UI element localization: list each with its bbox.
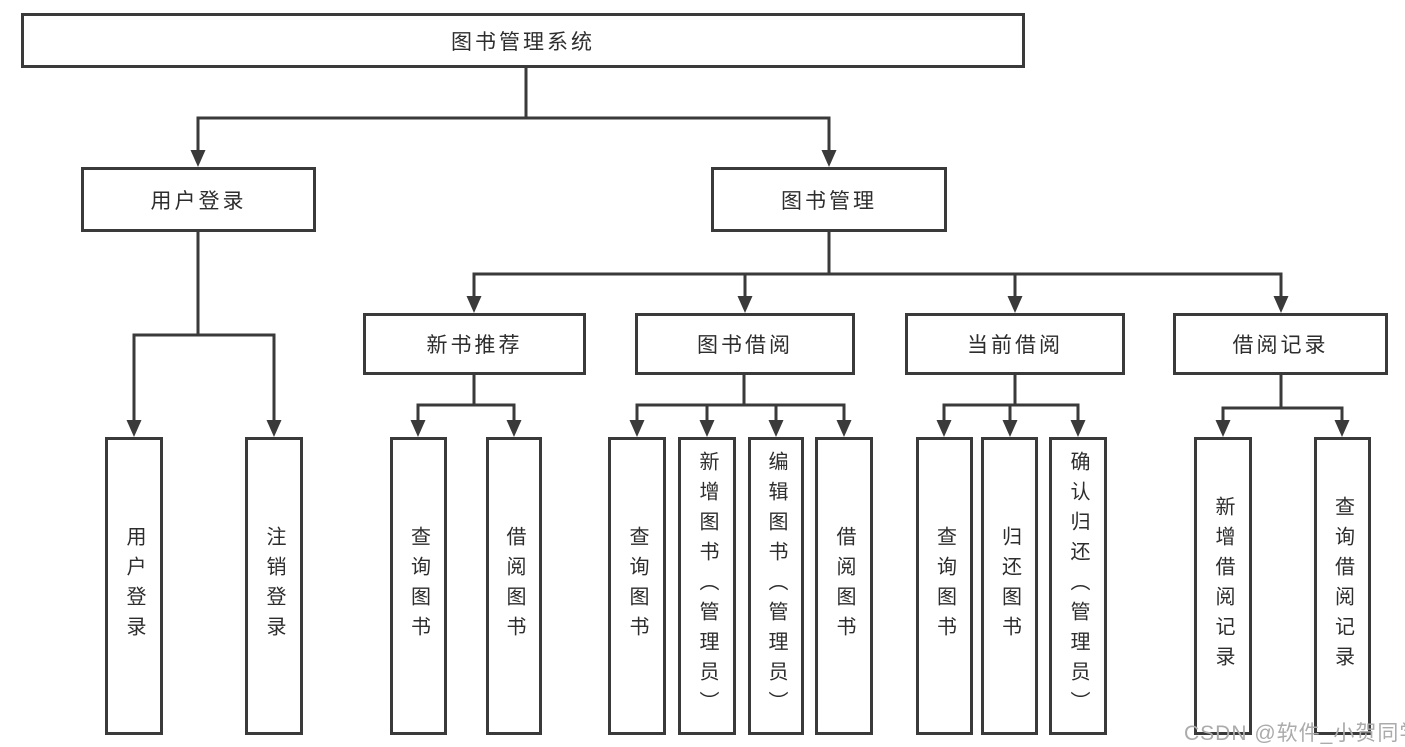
csdn-watermark: CSDN @软件_小贺同学 bbox=[1184, 722, 1405, 745]
connector-book-borrow-children bbox=[629, 375, 852, 437]
arrow-down-icon bbox=[821, 150, 837, 167]
arrow-down-icon bbox=[1215, 420, 1231, 437]
connector-borrow-records-children bbox=[1215, 375, 1350, 437]
node-label: 图书管理系统 bbox=[451, 30, 595, 54]
node-label: 借阅记录 bbox=[1232, 334, 1329, 357]
node-current-borrow: 当前借阅 bbox=[905, 313, 1125, 375]
leaf-query-books-recommend: 查询图书 bbox=[390, 437, 447, 735]
arrow-down-icon bbox=[190, 150, 206, 167]
leaf-user-login: 用户登录 bbox=[105, 437, 163, 735]
node-label: 当前借阅 bbox=[967, 334, 1063, 357]
node-library-management-system: 图书管理系统 bbox=[21, 13, 1025, 68]
arrow-down-icon bbox=[466, 296, 482, 313]
arrow-down-icon bbox=[506, 420, 522, 437]
leaf-label: 确认归还（管理员） bbox=[1067, 451, 1089, 721]
node-book-management: 图书管理 bbox=[711, 167, 947, 232]
leaf-query-books-current: 查询图书 bbox=[916, 437, 973, 735]
leaf-label: 编辑图书（管理员） bbox=[765, 451, 787, 721]
leaf-label: 用户登录 bbox=[123, 526, 145, 646]
node-borrow-records: 借阅记录 bbox=[1173, 313, 1388, 375]
leaf-label: 借阅图书 bbox=[833, 526, 855, 646]
leaf-label: 查询图书 bbox=[407, 526, 430, 646]
leaf-edit-book-admin: 编辑图书（管理员） bbox=[748, 437, 804, 735]
node-user-login: 用户登录 bbox=[81, 167, 316, 232]
arrow-down-icon bbox=[936, 420, 952, 437]
leaf-add-book-admin: 新增图书（管理员） bbox=[678, 437, 736, 735]
leaf-label: 查询借阅记录 bbox=[1331, 496, 1354, 676]
node-label: 用户登录 bbox=[150, 189, 247, 213]
connector-root-to-level2 bbox=[190, 68, 837, 167]
arrow-down-icon bbox=[629, 420, 645, 437]
arrow-down-icon bbox=[1002, 420, 1018, 437]
leaf-return-books: 归还图书 bbox=[981, 437, 1038, 735]
leaf-label: 归还图书 bbox=[998, 526, 1021, 646]
connector-new-book-recommend-children bbox=[410, 375, 522, 437]
arrow-down-icon bbox=[1070, 420, 1086, 437]
leaf-label: 新增图书（管理员） bbox=[696, 451, 718, 721]
arrow-down-icon bbox=[1007, 296, 1023, 313]
arrow-down-icon bbox=[1273, 296, 1289, 313]
leaf-logout: 注销登录 bbox=[245, 437, 303, 735]
arrow-down-icon bbox=[737, 296, 753, 313]
node-label: 图书管理 bbox=[781, 189, 877, 213]
arrow-down-icon bbox=[699, 420, 715, 437]
leaf-borrow-books: 借阅图书 bbox=[815, 437, 873, 735]
connector-user-login-children bbox=[126, 232, 282, 437]
node-label: 图书借阅 bbox=[697, 334, 793, 357]
arrow-down-icon bbox=[1334, 420, 1350, 437]
leaf-label: 新增借阅记录 bbox=[1212, 496, 1234, 676]
leaf-confirm-return-admin: 确认归还（管理员） bbox=[1049, 437, 1107, 735]
arrow-down-icon bbox=[410, 420, 426, 437]
node-new-book-recommend: 新书推荐 bbox=[363, 313, 586, 375]
arrow-down-icon bbox=[126, 420, 142, 437]
leaf-add-borrow-record: 新增借阅记录 bbox=[1194, 437, 1252, 735]
arrow-down-icon bbox=[266, 420, 282, 437]
connector-book-management-children bbox=[466, 232, 1289, 313]
node-book-borrow: 图书借阅 bbox=[635, 313, 855, 375]
leaf-label: 借阅图书 bbox=[503, 526, 525, 646]
leaf-label: 查询图书 bbox=[626, 526, 648, 646]
arrow-down-icon bbox=[836, 420, 852, 437]
node-label: 新书推荐 bbox=[426, 334, 523, 357]
leaf-query-borrow-record: 查询借阅记录 bbox=[1314, 437, 1371, 735]
connector-current-borrow-children bbox=[936, 375, 1086, 437]
arrow-down-icon bbox=[768, 420, 784, 437]
leaf-borrow-books-recommend: 借阅图书 bbox=[486, 437, 542, 735]
leaf-label: 注销登录 bbox=[263, 526, 285, 646]
leaf-label: 查询图书 bbox=[933, 526, 956, 646]
leaf-query-books-borrow: 查询图书 bbox=[608, 437, 666, 735]
